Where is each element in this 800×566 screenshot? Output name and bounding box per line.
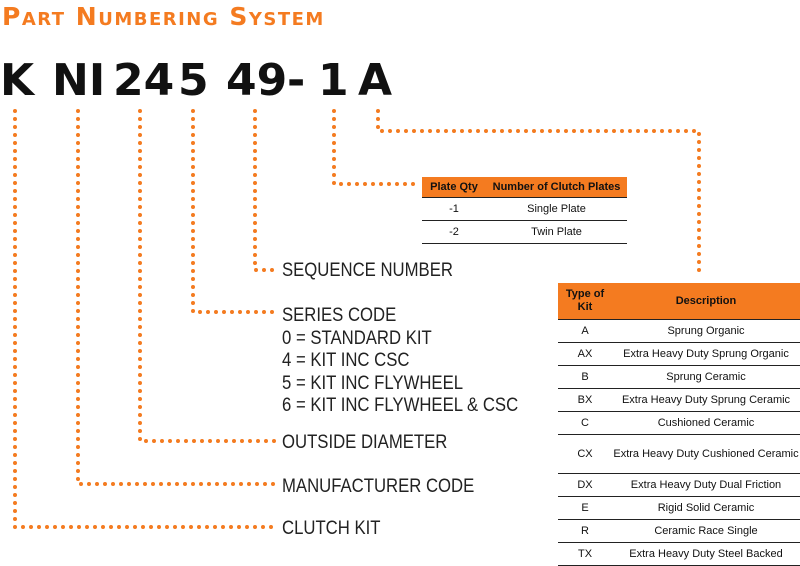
column-header-type-of-kit: Type of Kit — [558, 283, 612, 320]
kit-type-cell: B — [558, 365, 612, 389]
plate-count-cell: Single Plate — [486, 197, 627, 221]
kit-description-cell: Sprung Organic — [612, 319, 800, 343]
column-header-description: Description — [612, 283, 800, 320]
connector-clutch-kit — [13, 109, 277, 529]
kit-type-cell: E — [558, 496, 612, 520]
part-number-manufacturer: NI — [52, 55, 106, 106]
table-header-row: Type of Kit Description — [558, 283, 800, 320]
connector-manufacturer-code — [76, 109, 277, 486]
kit-description-cell: Rigid Solid Ceramic — [612, 496, 800, 520]
series-code-option: 5 = KIT INC FLYWHEEL — [282, 372, 464, 394]
plate-count-cell: Twin Plate — [486, 220, 627, 244]
part-number-plate-qty: 1 — [318, 55, 349, 106]
series-code-option: 0 = STANDARD KIT — [282, 327, 432, 349]
page-title: Part Numbering System — [2, 2, 325, 31]
connector-series-code — [191, 109, 277, 314]
series-code-option: 4 = KIT INC CSC — [282, 350, 410, 371]
column-header-clutch-plates: Number of Clutch Plates — [486, 177, 627, 198]
kit-description-cell: Ceramic Race Single — [612, 519, 800, 543]
series-code-heading: SERIES CODE — [282, 305, 397, 326]
kit-description-cell: Extra Heavy Duty Sprung Organic — [612, 342, 800, 366]
table-row: -2 Twin Plate — [422, 220, 627, 244]
kit-type-cell: TX — [558, 542, 612, 566]
manufacturer-code-label: MANUFACTURER CODE — [282, 476, 475, 497]
kit-description-cell: Extra Heavy Duty Steel Backed — [612, 542, 800, 566]
kit-type-cell: DX — [558, 473, 612, 497]
part-number-kit-type: A — [358, 55, 393, 106]
connector-plate-qty — [332, 109, 420, 186]
plate-qty-cell: -1 — [422, 197, 486, 221]
sequence-number-label: SEQUENCE NUMBER — [282, 260, 453, 281]
plate-qty-cell: -2 — [422, 220, 486, 244]
series-code-block: SERIES CODE 0 = STANDARD KIT 4 = KIT INC… — [282, 305, 518, 418]
clutch-kit-label: CLUTCH KIT — [282, 518, 381, 539]
kit-type-cell: AX — [558, 342, 612, 366]
part-number-diameter: 24 — [113, 55, 175, 106]
kit-description-cell: Extra Heavy Duty Dual Friction — [612, 473, 800, 497]
outside-diameter-label: OUTSIDE DIAMETER — [282, 432, 448, 453]
series-code-option: 6 = KIT INC FLYWHEEL & CSC — [282, 395, 519, 416]
kit-type-cell: BX — [558, 388, 612, 412]
column-header-plate-qty: Plate Qty — [422, 177, 486, 198]
kit-type-cell: C — [558, 411, 612, 435]
kit-type-cell: R — [558, 519, 612, 543]
connector-outside-diameter — [138, 109, 277, 443]
part-number-kit-prefix: K — [0, 55, 35, 106]
kit-description-cell: Extra Heavy Duty Sprung Ceramic — [612, 388, 800, 412]
kit-description-cell: Extra Heavy Duty Cushioned Ceramic — [612, 434, 800, 474]
part-number-sequence: 49 — [226, 55, 288, 106]
connector-sequence-number — [253, 109, 277, 272]
connector-kit-type — [376, 109, 701, 280]
table-row: -1 Single Plate — [422, 197, 627, 221]
kit-description-cell: Cushioned Ceramic — [612, 411, 800, 435]
kit-type-cell: CX — [558, 434, 612, 474]
table-header-row: Plate Qty Number of Clutch Plates — [422, 177, 627, 198]
part-number-series: 5 — [178, 55, 209, 106]
kit-type-cell: A — [558, 319, 612, 343]
kit-description-cell: Sprung Ceramic — [612, 365, 800, 389]
plate-qty-table: Plate Qty Number of Clutch Plates -1 Sin… — [422, 177, 627, 244]
part-number-dash: - — [287, 55, 306, 106]
